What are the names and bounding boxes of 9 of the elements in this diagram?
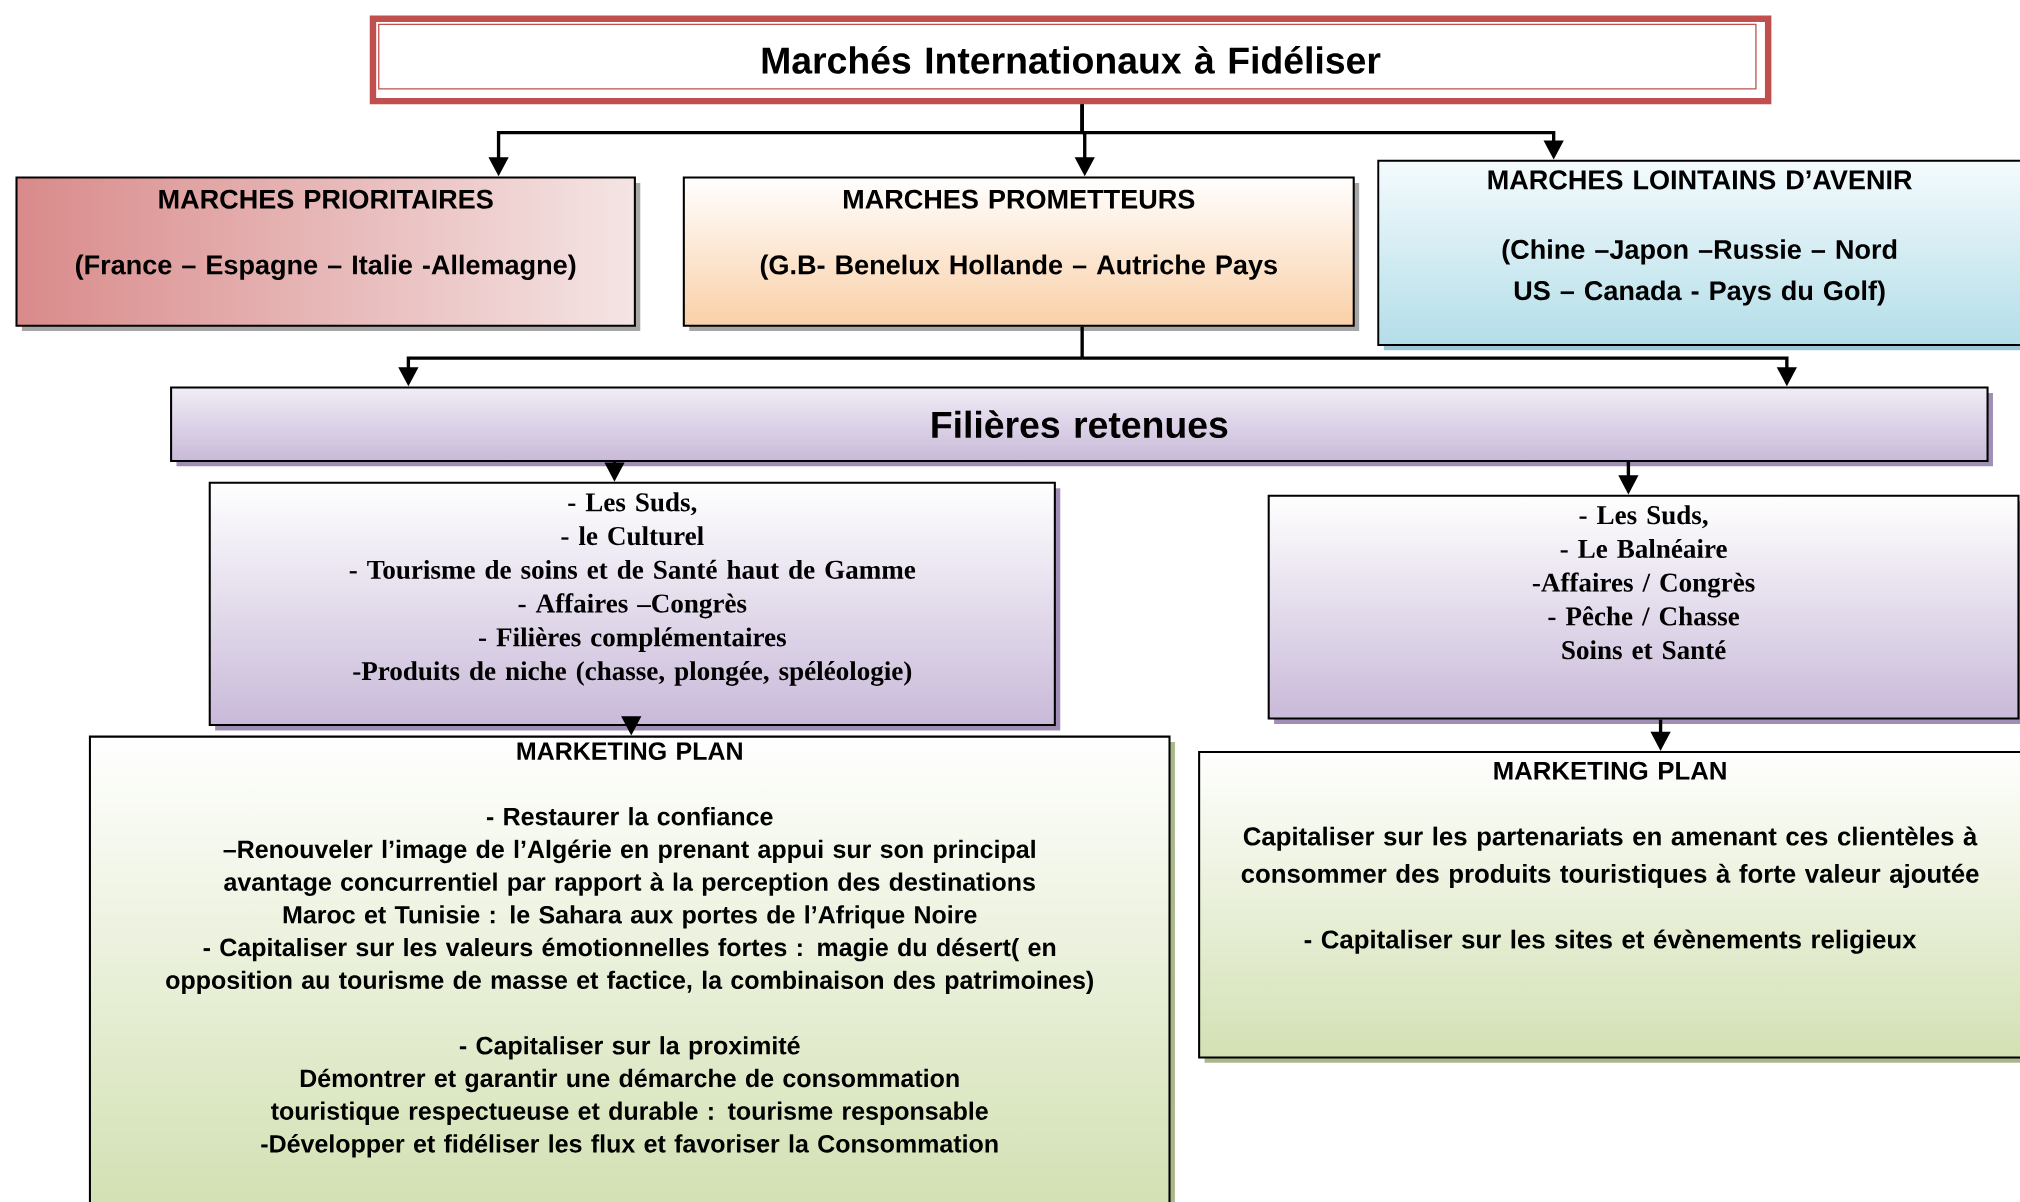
sector-list-box: - Les Suds, - le Culturel - Tourisme de soins et de Santé haut de Gamme - Affaires –Congrès - Filières complémentaires -Produits de niche (chasse, plongée, spéléologie) <box>208 481 1061 731</box>
sector-banner: Filières retenues <box>170 386 1993 467</box>
market-box: MARCHES PROMETTEURS (G.B- Benelux Hollande – Autriche Pays <box>682 176 1360 332</box>
marketing-plan-box: MARKETING PLAN - Restaurer la confiance –Renouveler l’image de l’Algérie en prenant appui sur son principal avantage concurrentiel par rapport à la perception des destinations Maroc et Tunisie : le Sahara aux portes de l’Afrique Noire - Capitaliser sur les valeurs émotionnelles fortes : magie du désert( en opposition au tourisme de masse et factice, la combinaison des patrimoines) - Capitaliser sur la proximité Démontrer et garantir une démarche de consommation touristique respectueuse et durable : tourisme responsable -Développer et fidéliser les flux et favoriser la Consommation <box>88 735 1175 1202</box>
sector-list-box: - Les Suds, - Le Balnéaire -Affaires / Congrès - Pêche / Chasse Soins et Santé <box>1267 494 2020 725</box>
marketing-plan-box: MARKETING PLAN Capitaliser sur les partenariats en amenant ces clientèles à consommer des produits touristiques à forte valeur ajoutée - Capitaliser sur les sites et évènements religieux <box>1198 751 2020 1063</box>
market-box: MARCHES LOINTAINS D’AVENIR (Chine –Japon –Russie – Nord US – Canada - Pays du Golf) <box>1377 159 2020 351</box>
title-box: Marchés Internationaux à Fidéliser <box>369 15 1772 105</box>
market-box: MARCHES PRIORITAIRES (France – Espagne – Italie -Allemagne) <box>15 176 641 332</box>
